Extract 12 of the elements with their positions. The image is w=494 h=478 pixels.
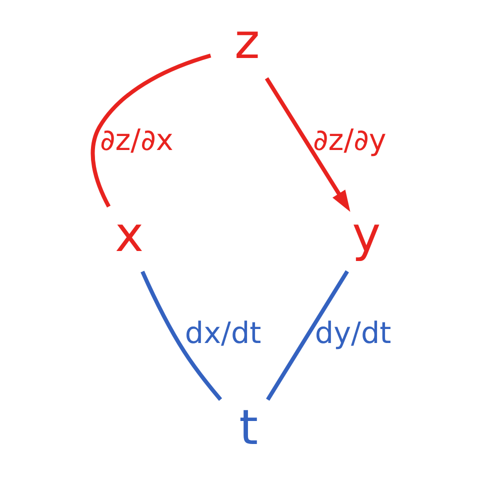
edge-label: ∂z/∂y xyxy=(312,123,386,158)
node-text: x xyxy=(114,206,144,263)
edge-label: dx/dt xyxy=(184,316,261,350)
connector xyxy=(266,270,348,401)
arrow xyxy=(264,77,350,212)
edge-label: ∂z/∂x xyxy=(99,123,173,158)
node-text: t xyxy=(238,400,258,456)
connector xyxy=(140,270,222,401)
edge-label: dy/dt xyxy=(314,316,391,350)
connector xyxy=(90,54,211,208)
node-text: z xyxy=(234,14,260,70)
node-text: y xyxy=(352,206,380,263)
